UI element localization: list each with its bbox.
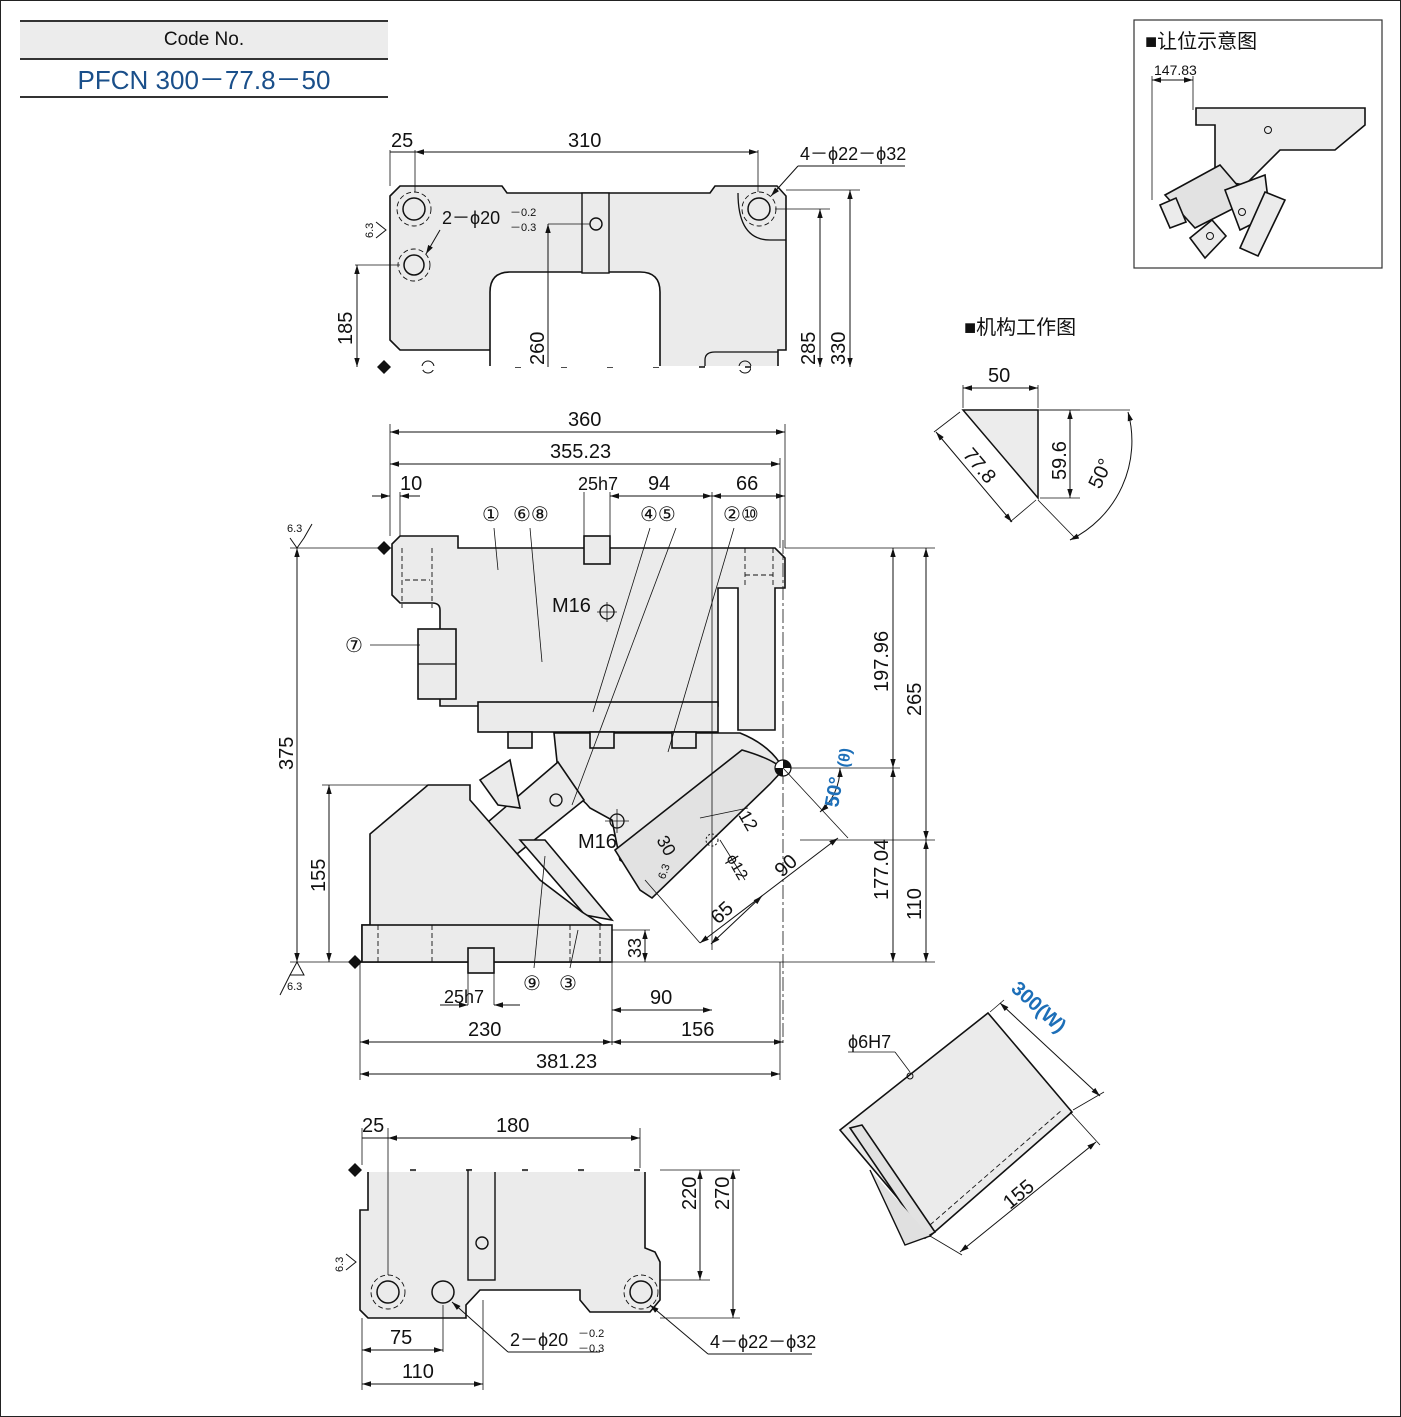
code-header: Code No. xyxy=(20,20,388,60)
top-tol-up: －0.2 xyxy=(510,207,536,219)
label-m16-top: M16 xyxy=(552,595,591,617)
front-dim-33: 33 xyxy=(625,938,645,958)
bot-dim-75: 75 xyxy=(390,1327,412,1349)
front-dim-230: 230 xyxy=(468,1019,501,1041)
iso-dim-155: 155 xyxy=(999,1176,1039,1214)
front-dim-155: 155 xyxy=(308,859,330,892)
bot-dim-270: 270 xyxy=(712,1177,734,1210)
top-hole2-label: 2－ϕ20 xyxy=(442,208,500,228)
code-number-box: Code No. PFCN 300－77.8－50 xyxy=(20,20,388,98)
front-dim-90-bottom: 90 xyxy=(650,987,672,1009)
front-view: ① ⑥⑧ ④⑤ ②⑩ ⑦ ⑨ ③ M16 M16 360 355.23 10 2… xyxy=(276,409,935,1080)
iso-pin-label: ϕ6H7 xyxy=(848,1032,891,1052)
top-dim-260: 260 xyxy=(527,332,549,365)
front-dim-360: 360 xyxy=(568,409,601,431)
bot-dim-180: 180 xyxy=(496,1115,529,1137)
clearance-inset: ■让位示意图 147.83 xyxy=(1133,19,1383,269)
front-dim-265: 265 xyxy=(904,683,926,716)
top-hole4-label: 4－ϕ22－ϕ32 xyxy=(800,144,906,164)
front-dim-35523: 355.23 xyxy=(550,441,611,463)
balloon-210: ②⑩ xyxy=(723,504,759,526)
front-dim-375: 375 xyxy=(276,737,298,770)
balloon-3: ③ xyxy=(559,973,577,995)
front-dim-38123: 381.23 xyxy=(536,1051,597,1073)
top-dim-185: 185 xyxy=(335,312,357,345)
inset-title: ■让位示意图 xyxy=(1145,30,1257,53)
top-dim-25: 25 xyxy=(391,130,413,152)
iso-view: ϕ6H7 300(W) 155 xyxy=(838,977,1105,1256)
top-view: 25 310 4－ϕ22－ϕ32 2－ϕ20 －0.2 －0.3 185 260… xyxy=(335,130,906,374)
mechanism-diagram: ■机构工作图 50 59.6 77.8 50° xyxy=(933,316,1133,541)
mech-dim-596: 59.6 xyxy=(1049,441,1071,480)
top-dim-330: 330 xyxy=(828,332,850,365)
front-angle: 50° xyxy=(821,775,848,809)
balloon-7: ⑦ xyxy=(345,635,363,657)
front-dim-94: 94 xyxy=(648,473,670,495)
label-m16-mid: M16 xyxy=(578,831,617,853)
balloon-1: ① xyxy=(482,504,500,526)
top-dim-310: 310 xyxy=(568,130,601,152)
bottom-view: 25 180 220 270 75 110 2－ϕ20 －0.2 －0.3 4－… xyxy=(334,1115,816,1390)
bot-tol-dn: －0.3 xyxy=(578,1343,604,1355)
bot-dim-25: 25 xyxy=(362,1115,384,1137)
balloon-45: ④⑤ xyxy=(640,504,676,526)
front-dim-10: 10 xyxy=(400,473,422,495)
front-rough-top: 6.3 xyxy=(287,523,302,535)
code-value: PFCN 300－77.8－50 xyxy=(20,60,388,98)
front-theta: (θ) xyxy=(835,747,855,769)
front-dim-phi12: ϕ12 xyxy=(723,852,751,884)
top-dim-285: 285 xyxy=(798,332,820,365)
balloon-9: ⑨ xyxy=(523,973,541,995)
iso-width-label: 300(W) xyxy=(1007,977,1070,1037)
balloon-68: ⑥⑧ xyxy=(513,504,549,526)
top-rough: 6.3 xyxy=(364,223,376,238)
mech-dim-50: 50 xyxy=(988,365,1010,387)
bot-tol-up: －0.2 xyxy=(578,1328,604,1340)
bot-dim-110: 110 xyxy=(402,1361,434,1383)
front-dim-25h7-bottom: 25h7 xyxy=(444,987,484,1007)
bot-hole4-label: 4－ϕ22－ϕ32 xyxy=(710,1332,816,1352)
mech-title: ■机构工作图 xyxy=(964,316,1076,339)
mech-angle: 50° xyxy=(1085,455,1118,492)
front-dim-19796: 197.96 xyxy=(871,631,893,692)
front-dim-110: 110 xyxy=(904,888,926,920)
front-dim-156: 156 xyxy=(681,1019,714,1041)
front-dim-25h7: 25h7 xyxy=(578,474,618,494)
front-dim-65: 65 xyxy=(707,897,738,928)
bot-dim-220: 220 xyxy=(679,1177,701,1210)
front-dim-66: 66 xyxy=(736,473,758,495)
bot-rough: 6.3 xyxy=(334,1257,346,1272)
front-dim-17704: 177.04 xyxy=(871,839,893,900)
front-rough-slant: 6.3 xyxy=(656,862,673,880)
front-rough-bot: 6.3 xyxy=(287,981,302,993)
inset-dim-147: 147.83 xyxy=(1154,62,1197,78)
bot-hole2-label: 2－ϕ20 xyxy=(510,1330,568,1350)
front-dim-90-angled: 90 xyxy=(771,850,802,881)
top-tol-dn: －0.3 xyxy=(510,222,536,234)
